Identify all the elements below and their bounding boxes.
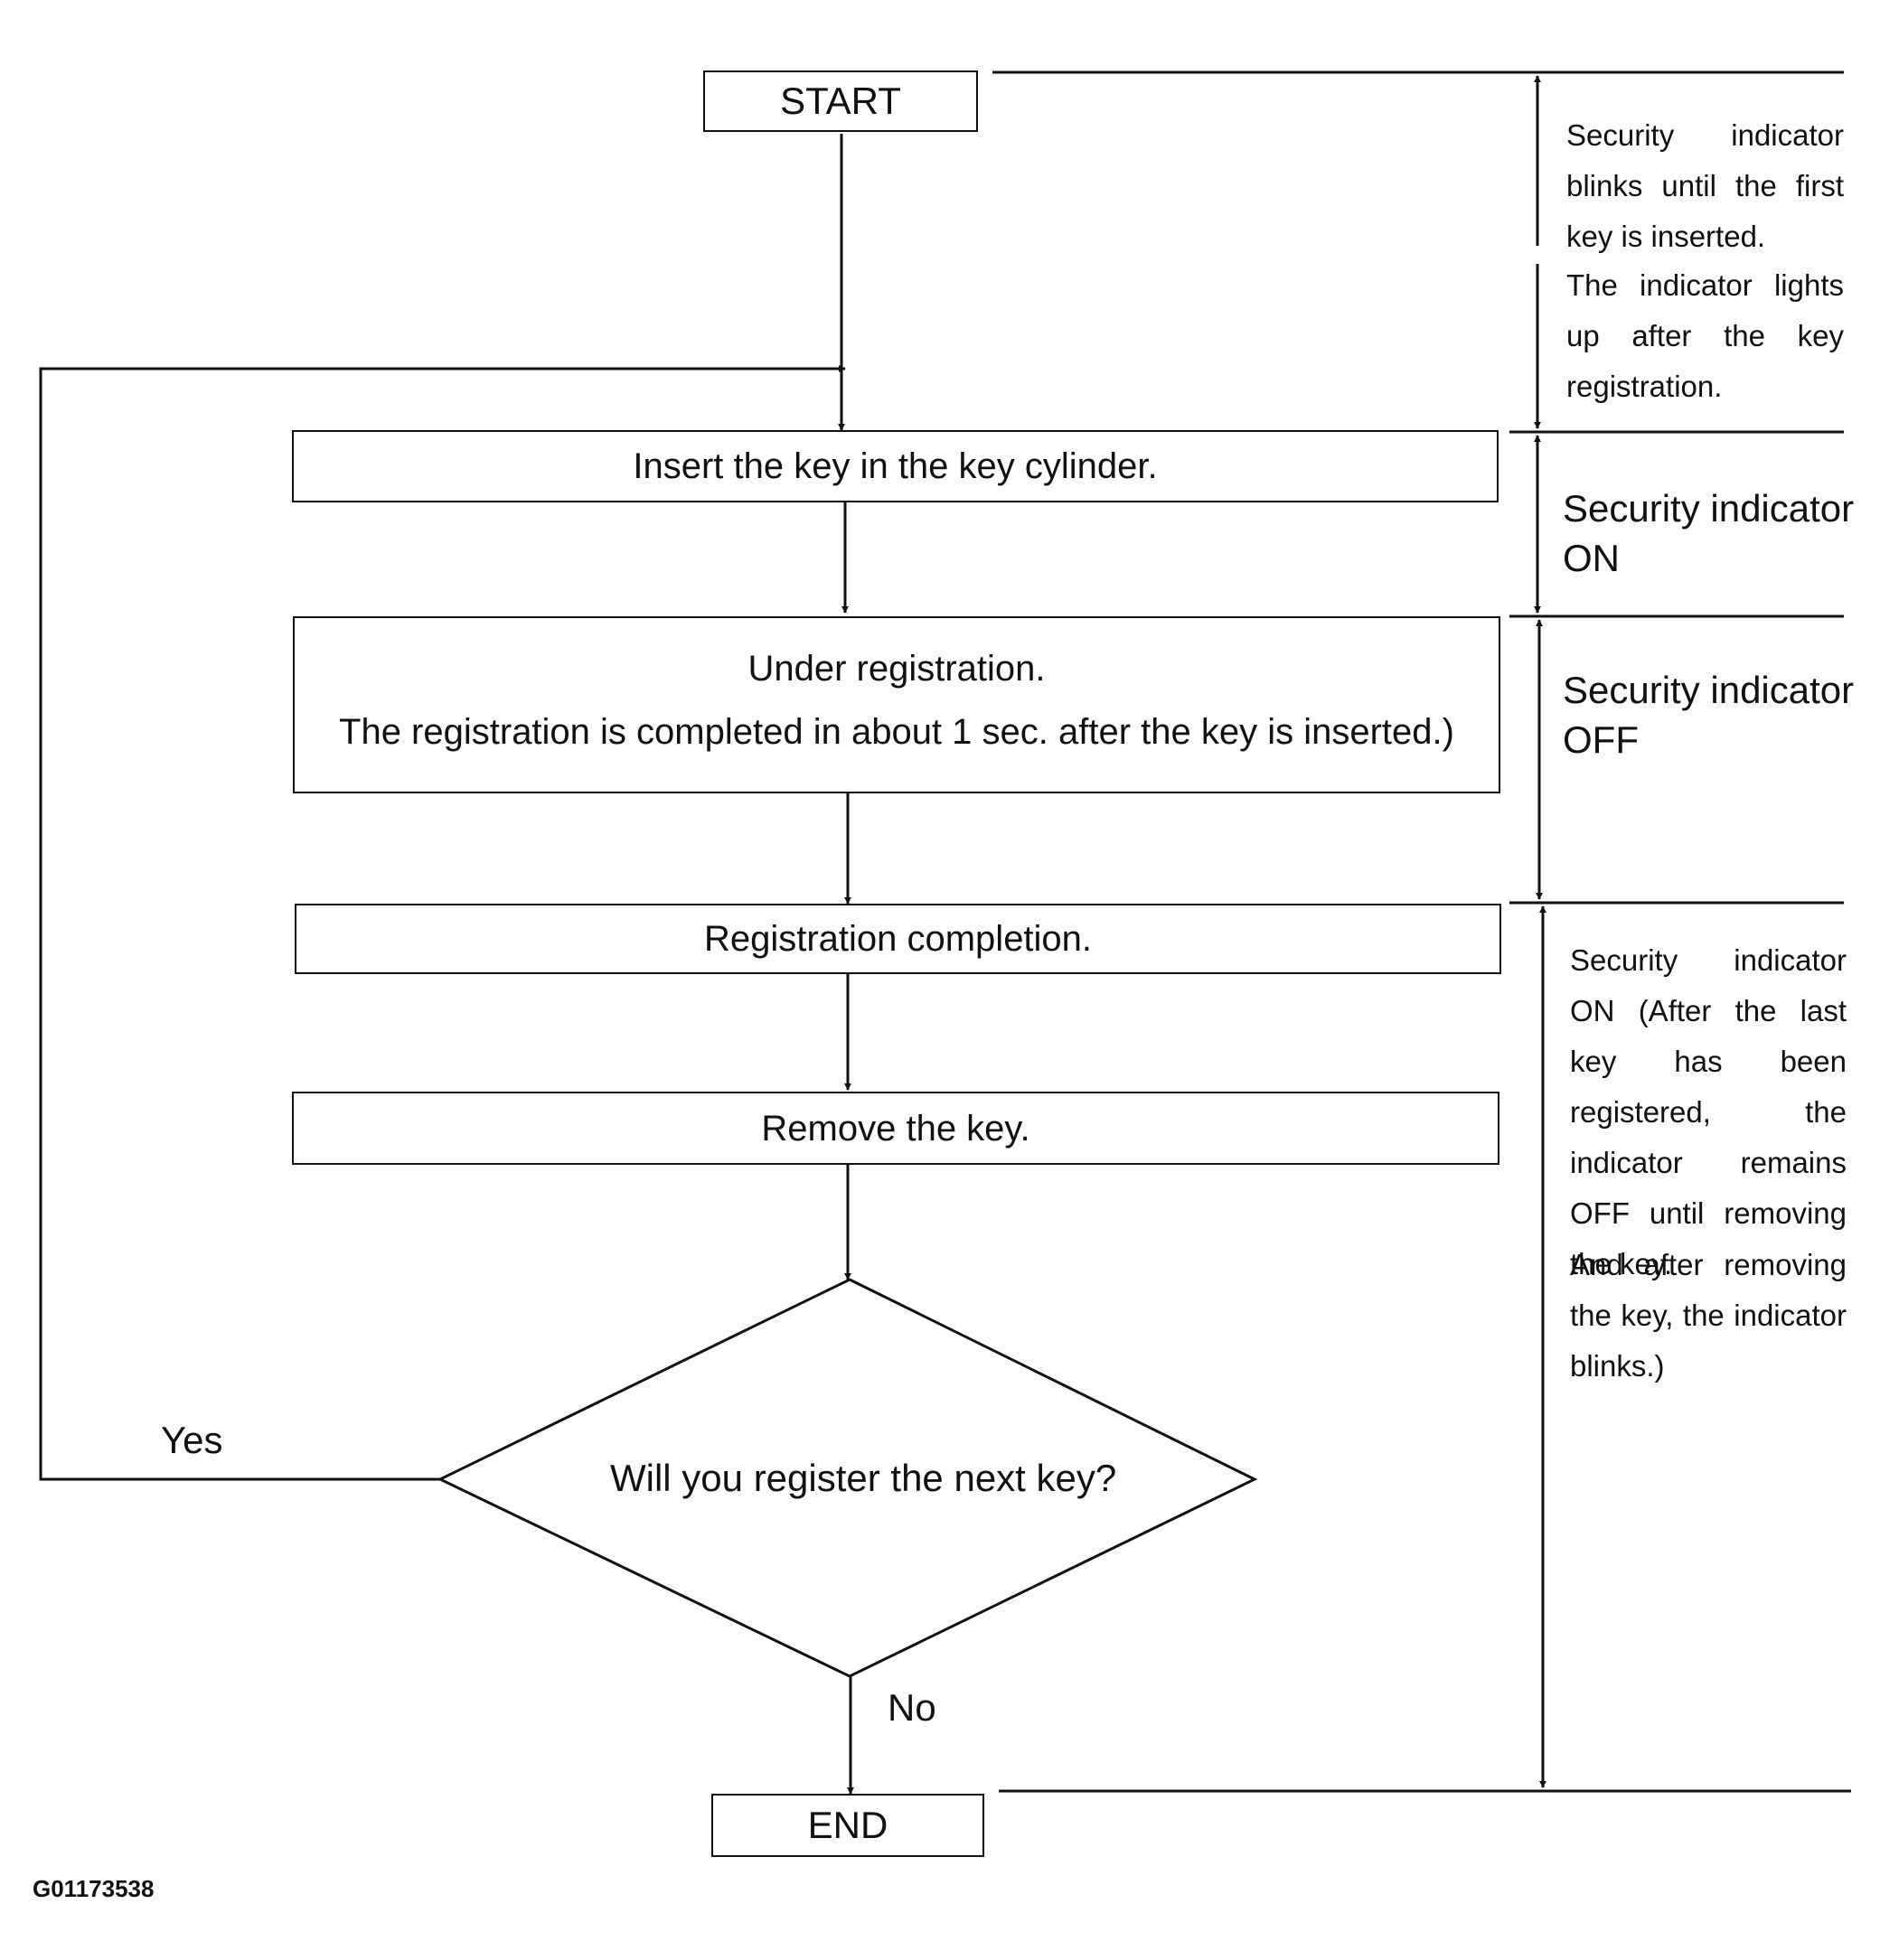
note-indicator-on-line2: ON xyxy=(1563,537,1620,579)
no-label: No xyxy=(888,1686,936,1729)
note-indicator-on-after-last-key: Security indicator ON (After the last ke… xyxy=(1570,943,1847,1280)
step-under-registration-detail: The registration is completed in about 1… xyxy=(339,712,1454,752)
note-indicator-blinks-after-removal: And after removing the key, the indicato… xyxy=(1570,1248,1847,1383)
decision-diamond xyxy=(437,1278,1258,1678)
note-indicator-off: Security indicator OFF xyxy=(1563,665,1854,764)
step-insert-key: Insert the key in the key cylinder. xyxy=(292,430,1499,502)
yes-loop-line xyxy=(39,365,846,1481)
decision-text: Will you register the next key? xyxy=(610,1457,1117,1499)
note-blinks-until-first-key: Security indicator blinks until the firs… xyxy=(1566,118,1844,253)
note-indicator-on-line1: Security indicator xyxy=(1563,487,1855,530)
figure-id: G01173538 xyxy=(33,1875,155,1902)
note-indicator-on: Security indicator ON xyxy=(1563,483,1854,583)
step-registration-completion: Registration completion. xyxy=(295,904,1501,974)
note-indicator-off-line2: OFF xyxy=(1563,718,1639,761)
step-under-registration: Under registration. The registration is … xyxy=(293,616,1500,793)
end-box: END xyxy=(711,1794,984,1857)
step-remove-key: Remove the key. xyxy=(292,1092,1499,1165)
step-under-registration-title: Under registration. xyxy=(747,649,1046,689)
yes-label: Yes xyxy=(161,1419,223,1461)
note-lights-after-registration: The indicator lights up after the key re… xyxy=(1566,268,1844,403)
start-box: START xyxy=(703,70,978,132)
note-indicator-off-line1: Security indicator xyxy=(1563,669,1855,711)
